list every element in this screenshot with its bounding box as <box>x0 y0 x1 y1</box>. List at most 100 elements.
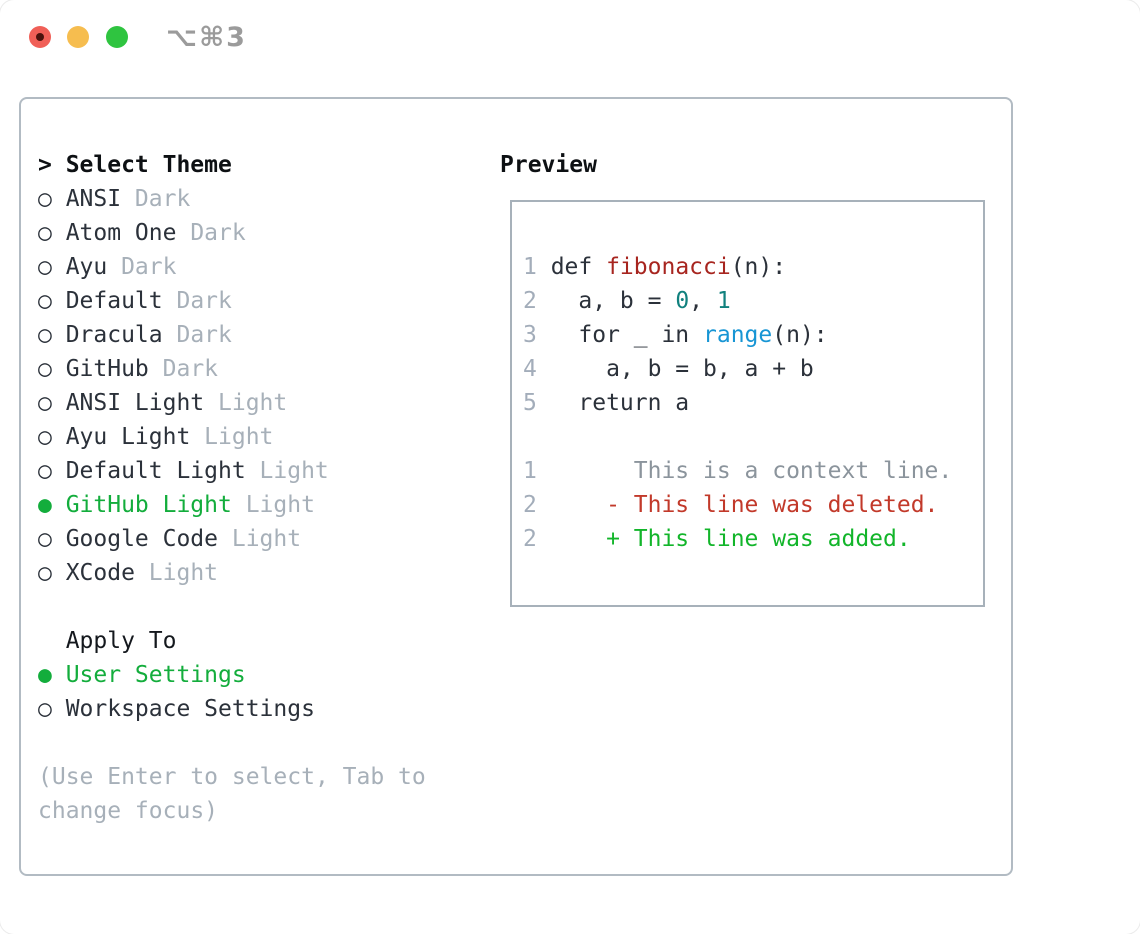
title-bar: ⌥⌘3 <box>0 0 1140 75</box>
line-number: 2 <box>523 526 537 552</box>
spacer-row <box>38 590 426 624</box>
code-line-1: 1 def fibonacci(n): <box>523 250 983 284</box>
minimize-button-icon[interactable] <box>67 26 89 48</box>
code-punctuation: (n): <box>772 322 828 348</box>
radio-icon: ○ <box>38 186 52 212</box>
theme-variant: Light <box>259 458 329 484</box>
line-number: 1 <box>523 458 537 484</box>
radio-icon: ○ <box>38 696 52 722</box>
unsaved-indicator-dot <box>36 33 44 41</box>
theme-name: Google Code <box>65 526 219 552</box>
radio-selected-icon: ● <box>38 662 52 688</box>
theme-name: XCode <box>65 560 135 586</box>
theme-variant: Light <box>204 424 274 450</box>
diff-context-line: 1 This is a context line. <box>523 454 983 488</box>
code-text: return a <box>550 390 690 416</box>
theme-name: ANSI Light <box>65 390 205 416</box>
line-number: 5 <box>523 390 537 416</box>
apply-option-user-settings[interactable]: ● User Settings <box>38 658 426 692</box>
apply-option-label: Workspace Settings <box>65 696 315 722</box>
theme-item-github-light-selected[interactable]: ● GitHub Light Light <box>38 488 426 522</box>
code-line-4: 4 a, b = b, a + b <box>523 352 983 386</box>
apply-option-label: User Settings <box>65 662 246 688</box>
apply-option-workspace-settings[interactable]: ○ Workspace Settings <box>38 692 426 726</box>
spacer-row <box>38 726 426 760</box>
zoom-button-icon[interactable] <box>106 26 128 48</box>
radio-icon: ○ <box>38 458 52 484</box>
code-punctuation: (n): <box>730 254 787 280</box>
code-number-literal: 0 <box>675 288 690 314</box>
theme-item-dracula-dark[interactable]: ○ Dracula Dark <box>38 318 426 352</box>
radio-icon: ○ <box>38 254 52 280</box>
theme-variant: Dark <box>121 254 177 280</box>
diff-deleted-text: - This line was deleted. <box>550 492 939 518</box>
radio-icon: ○ <box>38 390 52 416</box>
theme-name: Default Light <box>65 458 246 484</box>
theme-item-xcode[interactable]: ○ XCode Light <box>38 556 426 590</box>
keyboard-hint-line-2: change focus) <box>38 798 219 824</box>
radio-icon: ○ <box>38 560 52 586</box>
theme-name: GitHub <box>65 356 149 382</box>
preview-header: Preview <box>500 152 597 178</box>
theme-variant: Dark <box>176 322 232 348</box>
theme-variant: Light <box>148 560 219 586</box>
theme-name: Ayu <box>65 254 108 280</box>
code-builtin: range <box>703 322 773 348</box>
window-title: ⌥⌘3 <box>166 22 247 53</box>
theme-variant: Light <box>218 390 288 416</box>
theme-variant: Dark <box>176 288 232 314</box>
select-theme-title: Select Theme <box>65 152 232 178</box>
theme-item-ansi-light[interactable]: ○ ANSI Light Light <box>38 386 426 420</box>
theme-item-default-light[interactable]: ○ Default Light Light <box>38 454 426 488</box>
diff-added-text: + This line was added. <box>550 526 911 552</box>
radio-icon: ○ <box>38 322 52 348</box>
code-keyword: def <box>550 254 607 280</box>
radio-selected-icon: ● <box>38 492 52 518</box>
code-line-2: 2 a, b = 0, 1 <box>523 284 983 318</box>
theme-variant: Dark <box>190 220 246 246</box>
line-number: 3 <box>523 322 537 348</box>
apply-to-header: Apply To <box>38 624 426 658</box>
code-line-3: 3 for _ in range(n): <box>523 318 983 352</box>
select-theme-header: > Select Theme <box>38 148 426 182</box>
theme-item-ansi-dark[interactable]: ○ ANSI Dark <box>38 182 426 216</box>
code-text: a, b = <box>550 288 676 314</box>
prompt-caret: > <box>38 152 52 178</box>
radio-icon: ○ <box>38 356 52 382</box>
code-text: a, b = b, a + b <box>550 356 814 382</box>
radio-icon: ○ <box>38 526 52 552</box>
keyboard-hint-line-1: (Use Enter to select, Tab to <box>38 764 426 790</box>
theme-name: Atom One <box>65 220 177 246</box>
diff-added-line: 2 + This line was added. <box>523 522 983 556</box>
radio-icon: ○ <box>38 220 52 246</box>
spacer-row <box>523 420 983 454</box>
radio-icon: ○ <box>38 424 52 450</box>
code-number-literal: 1 <box>716 288 731 314</box>
diff-deleted-line: 2 - This line was deleted. <box>523 488 983 522</box>
theme-item-google-code[interactable]: ○ Google Code Light <box>38 522 426 556</box>
code-function-name: fibonacci <box>606 254 731 280</box>
theme-item-ayu-dark[interactable]: ○ Ayu Dark <box>38 250 426 284</box>
diff-context-text: This is a context line. <box>550 458 953 484</box>
theme-variant: Dark <box>134 186 191 212</box>
theme-name: GitHub Light <box>65 492 232 518</box>
theme-variant: Light <box>245 492 315 518</box>
theme-name: Dracula <box>65 322 163 348</box>
code-line-5: 5 return a <box>523 386 983 420</box>
line-number: 2 <box>523 492 537 518</box>
theme-item-atom-one-dark[interactable]: ○ Atom One Dark <box>38 216 426 250</box>
theme-variant: Light <box>231 526 302 552</box>
close-button-icon[interactable] <box>29 26 51 48</box>
line-number: 4 <box>523 356 537 382</box>
theme-name: ANSI <box>65 186 122 212</box>
code-text: for _ in <box>550 322 704 348</box>
code-punctuation: , <box>689 288 717 314</box>
line-number: 1 <box>523 254 537 280</box>
theme-name: Default <box>65 288 163 314</box>
